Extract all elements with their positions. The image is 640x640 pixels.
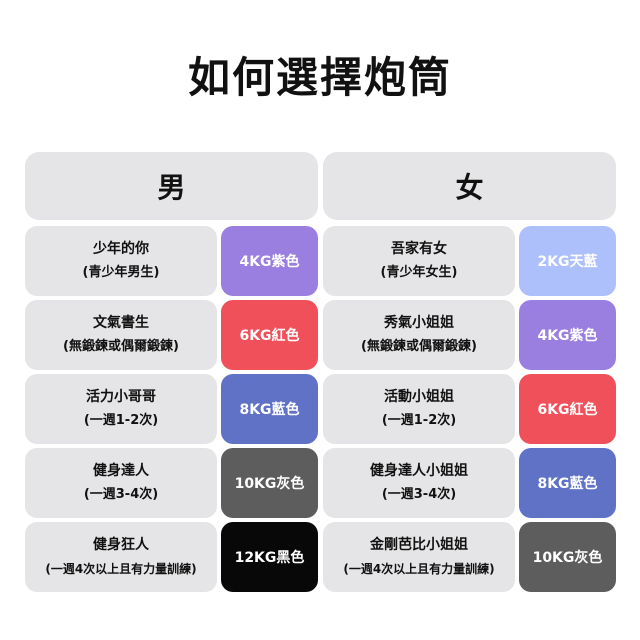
- female-weight-badge: 4KG紫色: [519, 300, 616, 370]
- female-row-2: 秀氣小姐姐 (無鍛鍊或偶爾鍛鍊) 4KG紫色: [323, 300, 616, 370]
- male-row-name: 少年的你: [93, 241, 149, 257]
- male-row-4: 健身達人 (一週3-4次) 10KG灰色: [25, 448, 318, 518]
- female-row-desc: (青少年女生): [380, 265, 458, 280]
- male-row-label: 健身達人 (一週3-4次): [25, 448, 217, 518]
- male-header: 男: [25, 152, 318, 220]
- female-row-desc: (無鍛鍊或偶爾鍛鍊): [361, 339, 477, 354]
- female-weight-badge: 8KG藍色: [519, 448, 616, 518]
- female-row-label: 健身達人小姐姐 (一週3-4次): [323, 448, 515, 518]
- male-row-desc: (無鍛鍊或偶爾鍛鍊): [63, 339, 179, 354]
- female-row-desc: (一週3-4次): [381, 487, 457, 502]
- male-row-desc: (青少年男生): [82, 265, 160, 280]
- female-row-name: 吾家有女: [391, 241, 447, 257]
- male-row-name: 活力小哥哥: [86, 389, 156, 405]
- selection-table: 男 少年的你 (青少年男生) 4KG紫色 文氣書生 (無鍛鍊或偶爾鍛鍊) 6KG…: [25, 152, 616, 592]
- female-row-label: 秀氣小姐姐 (無鍛鍊或偶爾鍛鍊): [323, 300, 515, 370]
- female-row-name: 活動小姐姐: [384, 389, 454, 405]
- male-row-label: 文氣書生 (無鍛鍊或偶爾鍛鍊): [25, 300, 217, 370]
- female-weight-badge: 2KG天藍: [519, 226, 616, 296]
- male-weight-badge: 8KG藍色: [221, 374, 318, 444]
- female-weight-badge: 10KG灰色: [519, 522, 616, 592]
- female-weight-badge: 6KG紅色: [519, 374, 616, 444]
- male-weight-badge: 12KG黑色: [221, 522, 318, 592]
- female-row-1: 吾家有女 (青少年女生) 2KG天藍: [323, 226, 616, 296]
- male-row-desc: (一週3-4次): [83, 487, 159, 502]
- male-row-desc: (一週1-2次): [83, 413, 159, 428]
- male-row-name: 文氣書生: [93, 315, 149, 331]
- male-weight-badge: 6KG紅色: [221, 300, 318, 370]
- male-weight-badge: 10KG灰色: [221, 448, 318, 518]
- male-row-name: 健身狂人: [93, 537, 149, 553]
- female-row-3: 活動小姐姐 (一週1-2次) 6KG紅色: [323, 374, 616, 444]
- female-row-label: 活動小姐姐 (一週1-2次): [323, 374, 515, 444]
- female-row-label: 吾家有女 (青少年女生): [323, 226, 515, 296]
- male-row-2: 文氣書生 (無鍛鍊或偶爾鍛鍊) 6KG紅色: [25, 300, 318, 370]
- female-row-desc: (一週4次以上且有力量訓練): [343, 562, 495, 576]
- female-row-desc: (一週1-2次): [381, 413, 457, 428]
- male-row-3: 活力小哥哥 (一週1-2次) 8KG藍色: [25, 374, 318, 444]
- female-row-name: 秀氣小姐姐: [384, 315, 454, 331]
- female-row-name: 金剛芭比小姐姐: [370, 537, 468, 553]
- female-row-name: 健身達人小姐姐: [370, 463, 468, 479]
- male-row-name: 健身達人: [93, 463, 149, 479]
- female-header: 女: [323, 152, 616, 220]
- male-row-label: 少年的你 (青少年男生): [25, 226, 217, 296]
- male-row-desc: (一週4次以上且有力量訓練): [45, 562, 197, 576]
- female-row-5: 金剛芭比小姐姐 (一週4次以上且有力量訓練) 10KG灰色: [323, 522, 616, 592]
- page-title: 如何選擇炮筒: [187, 53, 452, 102]
- female-row-4: 健身達人小姐姐 (一週3-4次) 8KG藍色: [323, 448, 616, 518]
- male-row-5: 健身狂人 (一週4次以上且有力量訓練) 12KG黑色: [25, 522, 318, 592]
- female-row-label: 金剛芭比小姐姐 (一週4次以上且有力量訓練): [323, 522, 515, 592]
- male-row-1: 少年的你 (青少年男生) 4KG紫色: [25, 226, 318, 296]
- male-row-label: 健身狂人 (一週4次以上且有力量訓練): [25, 522, 217, 592]
- male-row-label: 活力小哥哥 (一週1-2次): [25, 374, 217, 444]
- male-weight-badge: 4KG紫色: [221, 226, 318, 296]
